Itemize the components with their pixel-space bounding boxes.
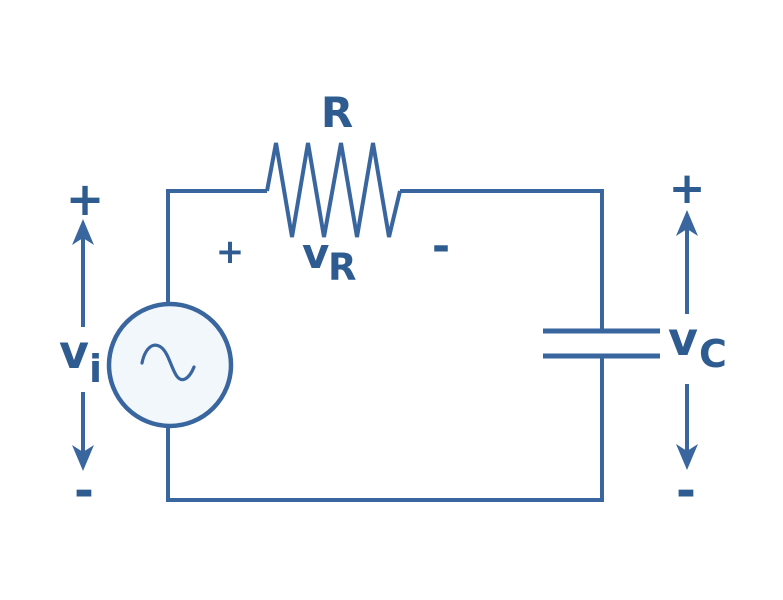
- source-voltage-main: v: [59, 325, 89, 379]
- source-polarity-plus: +: [66, 172, 105, 226]
- resistor-voltage-label: v R: [302, 229, 357, 289]
- resistor-polarity-minus: -: [432, 221, 450, 272]
- arrowhead-up-icon: [72, 219, 94, 245]
- resistor-voltage-main: v: [302, 229, 329, 278]
- wire-bottom-loop: [166, 356, 604, 502]
- resistor-polarity-plus: +: [216, 232, 245, 272]
- capacitor-polarity-plus: +: [669, 163, 706, 214]
- source-polarity-minus: -: [74, 463, 94, 519]
- arrowhead-up-icon: [676, 210, 698, 236]
- source-voltage-arrow: [72, 219, 94, 471]
- resistor-label: R: [321, 88, 353, 137]
- resistor-symbol: [265, 142, 402, 238]
- sine-wave-icon: [140, 343, 196, 382]
- arrowhead-down-icon: [72, 445, 94, 471]
- source-voltage-label: v i: [59, 325, 102, 391]
- capacitor-voltage-arrow: [676, 210, 698, 470]
- arrowhead-down-icon: [676, 444, 698, 470]
- capacitor-voltage-sub: C: [699, 332, 727, 376]
- capacitor-polarity-minus: -: [676, 463, 696, 519]
- resistor-voltage-sub: R: [328, 246, 357, 289]
- source-voltage-sub: i: [89, 347, 102, 391]
- capacitor-voltage-label: v C: [668, 312, 727, 376]
- wire-top-right: [400, 189, 604, 331]
- capacitor-voltage-main: v: [668, 312, 698, 366]
- wire-left-top: [166, 189, 267, 303]
